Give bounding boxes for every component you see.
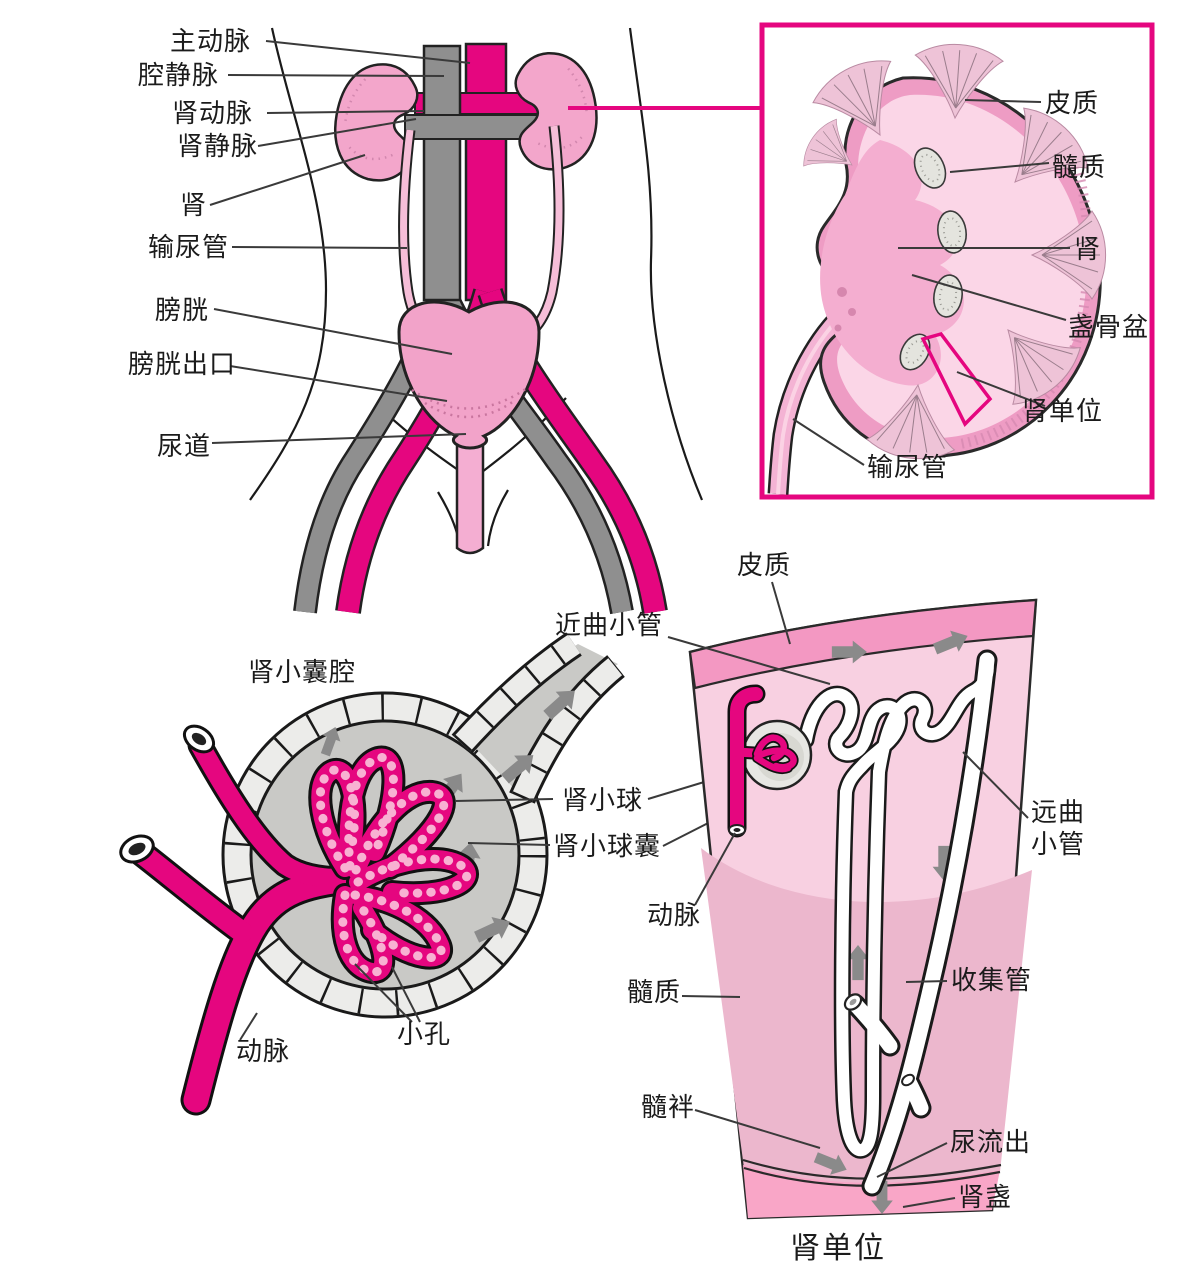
label-cortex-inset: 皮质 — [1045, 88, 1100, 118]
leader-lines-urinary — [209, 40, 471, 444]
label-urine-outflow: 尿流出 — [950, 1127, 1032, 1157]
cortex-band — [688, 598, 1038, 690]
nephron-artery — [727, 684, 799, 838]
label-proximal-tubule: 近曲小管 — [555, 610, 664, 640]
label-glomerulus: 肾小球 — [562, 785, 644, 815]
nephron-wedge-marker — [920, 331, 993, 427]
label-cortex-nephron: 皮质 — [737, 550, 792, 580]
kidney-section-inset — [759, 22, 1155, 500]
label-renal-artery: 肾动脉 — [172, 98, 254, 128]
aorta-vessel — [464, 42, 508, 302]
urinary-system-illustration — [209, 27, 762, 615]
label-nephron-inset: 肾单位 — [1022, 396, 1104, 426]
label-aorta: 主动脉 — [170, 26, 252, 56]
label-renal-calyx: 肾盏 — [958, 1182, 1013, 1212]
label-kidney-inset: 肾 — [1074, 234, 1102, 264]
label-bladder: 膀胱 — [155, 295, 210, 325]
vena-cava-vessel — [422, 44, 462, 302]
label-medulla-nephron: 髓质 — [627, 977, 682, 1007]
label-glomerular-capsule: 肾小球囊 — [553, 831, 662, 861]
label-pores: 小孔 — [397, 1019, 452, 1049]
label-distal-tubule-line1: 远曲 — [1031, 797, 1086, 827]
urethra-shape — [455, 428, 485, 555]
label-ureter-inset: 输尿管 — [867, 452, 949, 482]
label-collecting-duct: 收集管 — [951, 965, 1033, 995]
leader-lines-nephron — [667, 581, 1029, 1208]
nephron-tubules — [797, 649, 998, 1197]
label-capsule-space: 肾小囊腔 — [248, 657, 357, 687]
nephron-illustration — [667, 581, 1038, 1220]
label-medullary-loop: 髓袢 — [641, 1092, 696, 1122]
label-calyx-pelvis: 盏骨盆 — [1068, 312, 1150, 342]
label-distal-tubule: 远曲小管 — [1031, 796, 1085, 860]
label-renal-vein: 肾静脉 — [177, 131, 259, 161]
label-artery-glomerulus: 动脉 — [236, 1036, 291, 1066]
capillary-loops — [308, 745, 479, 984]
glomerulus-illustration — [119, 632, 776, 1116]
label-artery-nephron: 动脉 — [647, 900, 702, 930]
leader-lines-kidney-section — [792, 99, 1070, 466]
label-distal-tubule-line2: 小管 — [1031, 829, 1086, 859]
label-urethra: 尿道 — [157, 431, 212, 461]
renal-pelvis-area — [820, 140, 964, 386]
label-kidney: 肾 — [180, 190, 208, 220]
glomerulus-artery — [126, 732, 356, 1116]
label-nephron-title: 肾单位 — [790, 1232, 886, 1265]
calyces — [899, 147, 967, 371]
label-vena-cava: 腔静脉 — [138, 60, 220, 90]
label-bladder-outlet: 膀胱出口 — [128, 349, 237, 379]
label-ureter: 输尿管 — [148, 232, 230, 262]
label-medulla-inset: 髓质 — [1052, 152, 1107, 182]
